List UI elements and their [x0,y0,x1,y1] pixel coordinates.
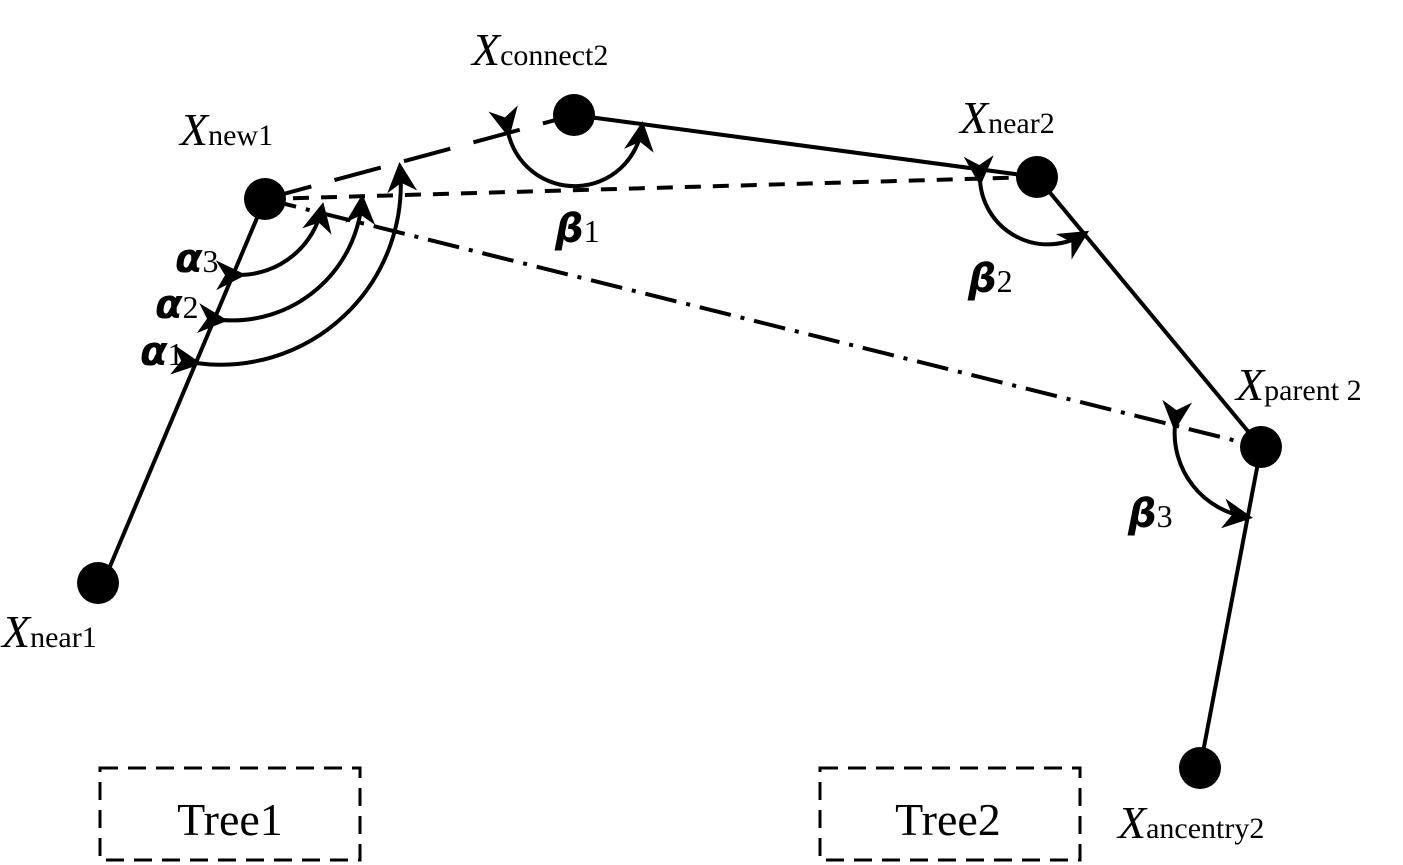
tree2-label: Tree2 [895,794,1001,845]
node-connect2 [553,94,595,136]
edge-new1-connect2-dashed [264,113,575,201]
angle-arc-beta1 [488,105,654,189]
edge-new1-parent2-dashdot [264,197,1262,449]
label-beta3: β3 [1127,491,1173,537]
label-node-parent2: Xparent 2 [1234,359,1362,410]
label-alpha3: α3 [175,236,218,282]
label-beta1: β1 [554,206,600,252]
edge-new1-near2-dashed [264,175,1038,201]
angle-arc-beta3 [1162,399,1253,529]
angle-arc-beta2 [963,155,1090,260]
edge-parent2-ancentry2 [1198,446,1263,769]
label-alpha2: α2 [155,282,198,328]
node-ancentry2 [1179,747,1221,789]
node-near2 [1016,156,1058,198]
tree2-box [818,766,1082,862]
label-node-new1: Xnew1 [178,104,273,155]
tree1-box [98,766,362,862]
node-new1 [244,178,286,220]
label-node-near1: Xnear1 [0,606,97,657]
label-node-connect2: Xconnect2 [470,24,608,75]
edge-near2-parent2 [1035,175,1263,449]
tree1-label: Tree1 [177,794,283,845]
label-node-near2: Xnear2 [958,92,1055,143]
node-near1 [77,562,119,604]
node-parent2 [1240,426,1282,468]
angle-arc-alpha3 [215,202,332,291]
label-alpha1: α1 [140,329,183,375]
label-node-ancentry2: Xancentry2 [1116,797,1264,848]
label-beta2: β2 [967,256,1013,302]
